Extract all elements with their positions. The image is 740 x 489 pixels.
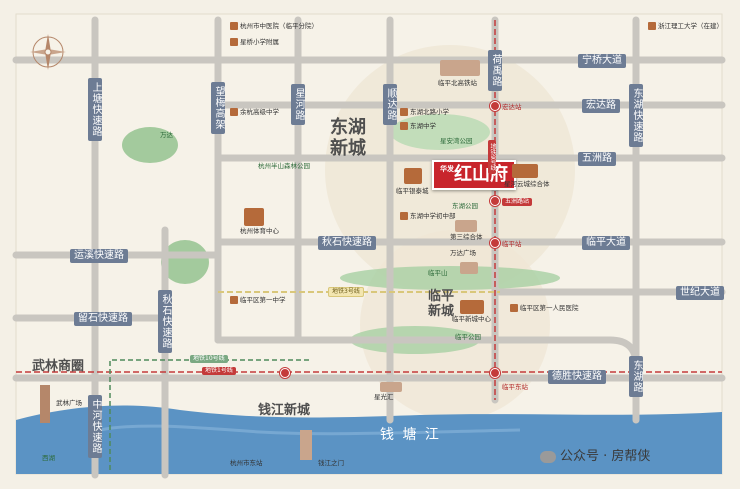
poi-hospital-top: 杭州市中医院（临平分院） (240, 22, 318, 30)
sport-icon (244, 208, 264, 226)
poi-wulin-square: 武林广场 (56, 399, 82, 407)
road-hongnan: 荷禹路 (488, 50, 502, 91)
station-dot-qianjiang[interactable] (280, 368, 290, 378)
poi-oriental: 东湖中学初中部 (410, 212, 456, 220)
road-dongyuan: 东湖路 (629, 356, 643, 397)
project-prefix: 华发 (440, 165, 454, 173)
metro-label-9: 地铁9号线 (488, 140, 496, 174)
area-qianjiang: 钱江新城 (258, 403, 311, 418)
road-shunda: 顺达路 (383, 84, 397, 125)
poi-mall3: 万达广场 (450, 249, 476, 257)
road-linping-ave: 临平大道 (582, 236, 630, 250)
road-hongda: 宏达路 (582, 99, 620, 113)
poi-tech-school: 余杭高级中学 (240, 108, 279, 116)
road-shiji: 世纪大道 (676, 286, 724, 300)
mall-icon-2 (404, 168, 422, 184)
poi-marker-beigan (230, 296, 238, 304)
road-qiushi-vertical: 秋石快速路 (158, 290, 172, 353)
road-yunxi: 运溪快速路 (70, 249, 128, 263)
poi-qianjiang-gate: 钱江之门 (318, 459, 344, 467)
tower-icon (40, 385, 50, 423)
poi-marker-oriental (400, 212, 408, 220)
station-building-icon (380, 382, 402, 392)
green-area-4 (390, 114, 490, 150)
poi-park-lin: 临平山 (428, 269, 448, 277)
road-ningqiao: 宁桥大道 (578, 54, 626, 68)
station-linping-east: 临平东站 (502, 383, 528, 391)
poi-mall4: 星光汇 (374, 393, 394, 401)
green-area-1 (122, 127, 178, 163)
road-qiushi: 秋石快速路 (318, 236, 376, 250)
poi-east-school: 东湖中学 (410, 122, 436, 130)
watermark: 公众号 · 房帮侠 (540, 450, 650, 463)
metro-label-3: 地铁3号线 (328, 287, 364, 297)
poi-mall1: 临平银泰城 (396, 187, 429, 195)
poi-marker-hospital-top (230, 22, 238, 30)
green-area-3 (340, 266, 560, 290)
road-zhonghe: 中河快速路 (88, 395, 102, 458)
river-label: 钱 塘 江 (380, 427, 441, 443)
poi-marker-tech (230, 108, 238, 116)
station-hongda: 宏达站 (502, 103, 522, 111)
mall-icon (512, 164, 538, 178)
poi-marker-east-school (400, 122, 408, 130)
metro-line-10 (109, 359, 310, 470)
poi-marker-school-top (230, 38, 238, 46)
area-wulin: 武林商圈 (32, 359, 85, 374)
poi-park-green: 万达 (160, 131, 173, 139)
road-shangtang: 上塘快速路 (88, 78, 102, 141)
poi-pingshan: 杭州半山森林公园 (258, 162, 310, 170)
poi-marker-dongxi (400, 108, 408, 116)
poi-linping-north-station: 临平北高铁站 (438, 79, 477, 87)
station-dot-hongda[interactable] (490, 101, 500, 111)
complex-icon (455, 220, 477, 232)
poi-hospital-1: 临平区第一人民医院 (520, 304, 579, 312)
poi-school-top: 星桥小学附属 (240, 38, 279, 46)
road-liushi: 留石快速路 (74, 312, 132, 326)
poi-dongxi: 东湖北路小学 (410, 108, 449, 116)
area-linping: 临平 新城 (428, 289, 455, 319)
poi-donghu-park: 东湖公园 (452, 202, 478, 210)
compass-icon (30, 34, 66, 70)
poi-university: 浙江理工大学（在建） (658, 22, 723, 30)
area-donghu: 东湖 新城 (330, 117, 366, 159)
road-wangmei: 望梅高架 (211, 82, 225, 134)
gate-icon (300, 430, 312, 460)
road-desheng: 德胜快速路 (548, 370, 606, 384)
metro-label-1: 地铁1号线 (202, 367, 236, 375)
wanda-icon (460, 262, 478, 274)
poi-marker-hospital-1 (510, 304, 518, 312)
green-area-2 (161, 240, 209, 284)
station-linping: 临平站 (502, 240, 522, 248)
road-wuzhou: 五洲路 (578, 152, 616, 166)
poi-linping-center: 临平新城中心 (452, 315, 491, 323)
metro-label-10: 地铁10号线 (190, 355, 228, 363)
poi-mall2: 星河云城综合体 (504, 180, 550, 188)
linping-center-icon (460, 300, 484, 314)
poi-beigan: 临平区第一中学 (240, 296, 286, 304)
road-dongchen: 东湖快速路 (629, 84, 643, 147)
poi-marker-university (648, 22, 656, 30)
watermark-text: 公众号 · 房帮侠 (560, 449, 651, 464)
poi-jiangnan: 星安湾公园 (440, 137, 473, 145)
poi-linping-park: 临平公园 (455, 333, 481, 341)
road-xinghe: 星河路 (291, 84, 305, 125)
project-name: 红山府 (454, 164, 508, 185)
station-dot-wuzhou[interactable] (490, 196, 500, 206)
poi-xihu: 西湖 (42, 454, 55, 462)
poi-east-station: 杭州市东站 (230, 459, 263, 467)
poi-complex: 第三综合体 (450, 233, 483, 241)
station-wuzhou: 五洲路站 (502, 198, 533, 206)
wechat-icon (540, 450, 556, 463)
poi-sport: 杭州体育中心 (240, 227, 279, 235)
station-dot-linping-east[interactable] (490, 368, 500, 378)
building-icon (440, 60, 480, 76)
station-dot-linping[interactable] (490, 238, 500, 248)
